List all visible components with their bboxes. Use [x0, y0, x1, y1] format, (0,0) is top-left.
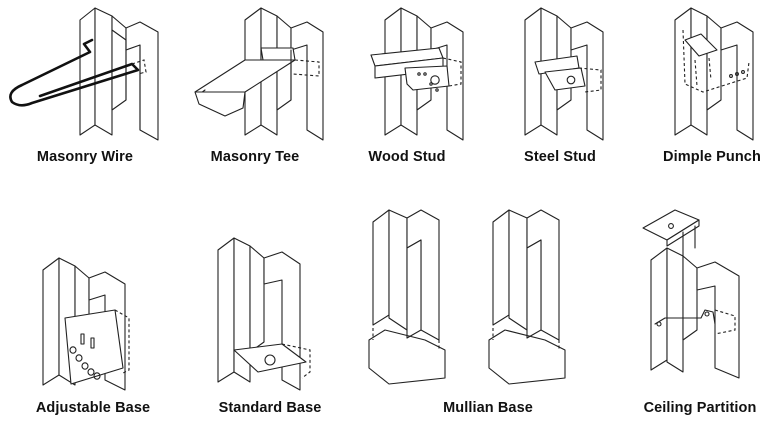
- wood-stud-drawing: [370, 7, 464, 141]
- masonry-wire-figure: [0, 0, 160, 145]
- masonry-tee-figure: [185, 0, 335, 145]
- adjustable-base-drawing: [42, 257, 130, 391]
- ceiling-partition-figure: [635, 200, 760, 395]
- steel-stud-label: Steel Stud: [524, 149, 596, 165]
- wood-stud-figure: [365, 0, 480, 145]
- mullian-base-drawing: [368, 209, 566, 385]
- wood-stud-label: Wood Stud: [368, 149, 446, 165]
- masonry-wire-label: Masonry Wire: [36, 149, 134, 165]
- adjustable-base-figure: [25, 250, 145, 400]
- adjustable-base-label: Adjustable Base: [35, 400, 151, 416]
- ceiling-partition-label: Ceiling Partition: [643, 400, 757, 416]
- mullian-base-label: Mullian Base: [443, 400, 533, 416]
- masonry-tee-label: Masonry Tee: [210, 149, 300, 165]
- steel-stud-figure: [515, 0, 615, 145]
- ceiling-partition-drawing: [642, 209, 740, 379]
- dimple-punch-drawing: [674, 7, 754, 141]
- masonry-tee-drawing: [194, 7, 324, 141]
- standard-base-figure: [210, 232, 320, 397]
- masonry-wire-drawing: [9, 7, 159, 141]
- steel-stud-drawing: [524, 7, 604, 141]
- standard-base-drawing: [217, 237, 311, 391]
- standard-base-label: Standard Base: [218, 400, 322, 416]
- dimple-punch-figure: [665, 0, 765, 145]
- dimple-punch-label: Dimple Punch: [663, 149, 761, 165]
- mullian-base-figure: [365, 200, 585, 395]
